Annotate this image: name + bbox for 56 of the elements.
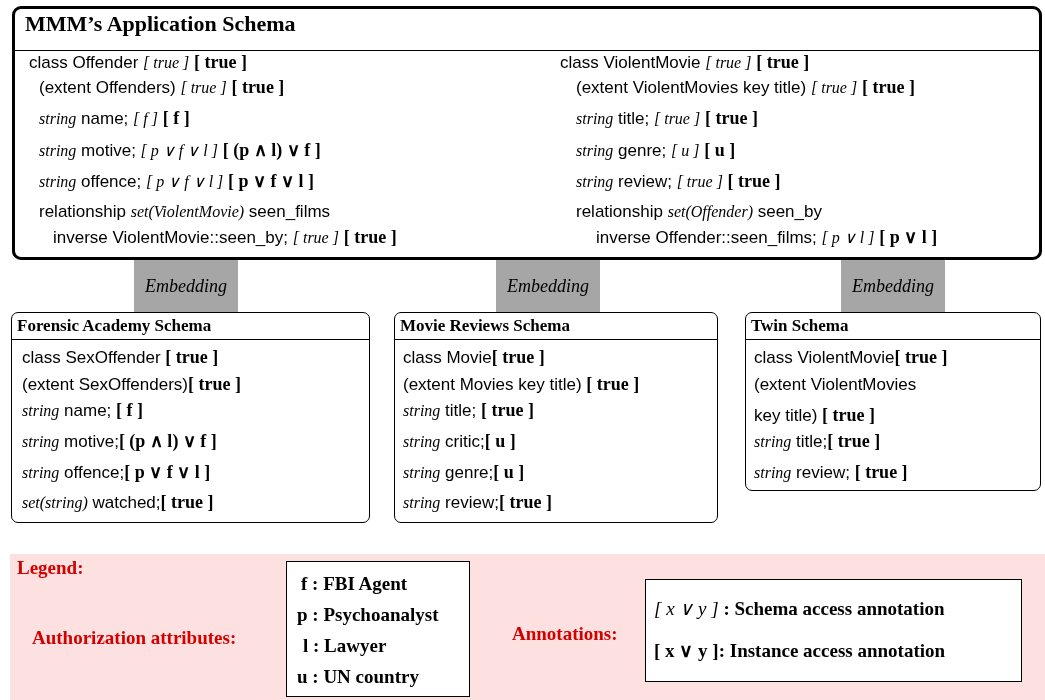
code-line: string name; [ f ] xyxy=(22,400,144,421)
edge-label: Embedding xyxy=(145,276,227,296)
code-line: string offence; [ p ∨ f ∨ l ] [ p ∨ f ∨ l ] xyxy=(39,171,315,192)
code-line: string offence;[ p ∨ f ∨ l ] xyxy=(22,462,211,483)
edge-label: Embedding xyxy=(852,276,934,296)
legend-entry: u : UN country xyxy=(297,667,419,687)
code-line: string title; [ true ] [ true ] xyxy=(576,108,758,129)
code-line: string genre;[ u ] xyxy=(403,462,525,483)
code-line: (extent Offenders) [ true ] [ true ] xyxy=(39,77,285,98)
code-line: relationship set(ViolentMovie) seen_films xyxy=(39,202,331,222)
code-line: string title;[ true ] xyxy=(754,431,881,452)
code-line: class ViolentMovie [ true ] [ true ] xyxy=(560,52,810,73)
code-line: relationship set(Offender) seen_by xyxy=(576,202,822,222)
schema-box xyxy=(394,312,718,523)
legend-heading: Legend: xyxy=(17,558,84,578)
code-line: class Movie[ true ] xyxy=(403,347,545,368)
legend-box xyxy=(286,561,470,697)
code-line: class Offender [ true ] [ true ] xyxy=(29,52,247,73)
code-line: set(string) watched;[ true ] xyxy=(22,492,214,513)
schema-box xyxy=(11,312,370,523)
code-line: string review;[ true ] xyxy=(403,492,552,513)
schema-title: MMM’s Application Schema xyxy=(25,14,296,34)
code-line: (extent Movies key title) [ true ] xyxy=(403,374,640,395)
embedding-band xyxy=(134,260,238,312)
code-line: string title; [ true ] xyxy=(403,400,534,421)
code-line: string review; [ true ] [ true ] xyxy=(576,171,781,192)
legend-entry: [ x ∨ y ] : Schema access annotation xyxy=(654,599,945,619)
schema-title: Twin Schema xyxy=(751,316,849,336)
legend-panel xyxy=(10,554,1045,700)
embedding-band xyxy=(841,260,945,312)
code-line: string motive;[ (p ∧ l) ∨ f ] xyxy=(22,431,217,452)
legend-entry: [ x ∨ y ]: Instance access annotation xyxy=(654,641,946,661)
legend-box xyxy=(645,579,1022,682)
code-line: string review; [ true ] xyxy=(754,462,908,483)
code-line: class SexOffender [ true ] xyxy=(22,347,219,368)
legend-heading: Annotations: xyxy=(512,624,618,644)
schema-title: Forensic Academy Schema xyxy=(17,316,212,336)
schema-box xyxy=(12,6,1042,260)
legend-heading: Authorization attributes: xyxy=(32,628,237,648)
code-line: string genre; [ u ] [ u ] xyxy=(576,140,736,161)
schema-box xyxy=(745,312,1041,491)
code-line: (extent SexOffenders)[ true ] xyxy=(22,374,241,395)
legend-entry: f : FBI Agent xyxy=(301,574,408,594)
legend-entry: l : Lawyer xyxy=(303,636,387,656)
edge-label: Embedding xyxy=(507,276,589,296)
code-line: class ViolentMovie[ true ] xyxy=(754,347,948,368)
code-line: (extent ViolentMovies key title) [ true ] [ true ] xyxy=(576,77,915,98)
code-line: string motive; [ p ∨ f ∨ l ] [ (p ∧ l) ∨ f ] xyxy=(39,140,321,161)
code-line: inverse Offender::seen_films; [ p ∨ l ] [ p ∨ l ] xyxy=(596,227,938,248)
schema-title: Movie Reviews Schema xyxy=(400,316,570,336)
code-line: string name; [ f ] [ f ] xyxy=(39,108,190,129)
embedding-band xyxy=(496,260,600,312)
code-line: (extent ViolentMovies key title) [ true ] xyxy=(754,374,918,427)
legend-entry: p : Psychoanalyst xyxy=(297,605,439,625)
code-line: inverse ViolentMovie::seen_by; [ true ] [ true ] xyxy=(53,227,397,248)
code-line: string critic;[ u ] xyxy=(403,431,516,452)
